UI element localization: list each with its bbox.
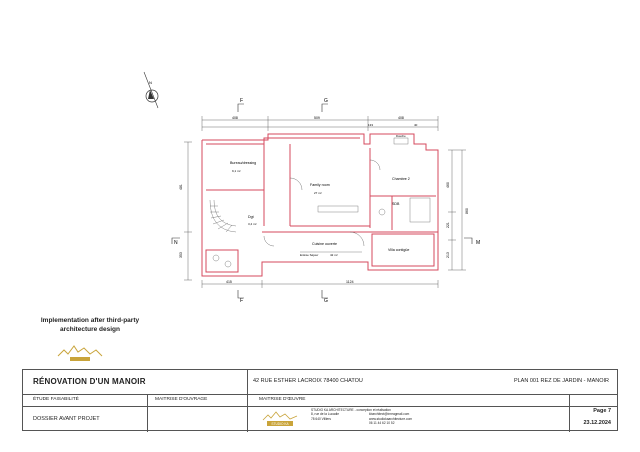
section-f-bottom: F xyxy=(240,298,243,304)
studio-logo-icon xyxy=(57,345,103,361)
room-family-label: Family room xyxy=(310,183,330,187)
title-row: RÉNOVATION D'UN MANOIR 42 RUE ESTHER LAC… xyxy=(23,370,617,395)
door-swings xyxy=(263,159,381,247)
implementation-note: Implementation after third-party archite… xyxy=(20,316,160,334)
dim-left-2: 353 xyxy=(179,252,183,258)
col-maitrise-ouvrage: MAITRISE D'OUVRAGE xyxy=(155,397,208,402)
section-marks xyxy=(171,103,473,299)
right-dimensions xyxy=(448,149,466,271)
dim-right-2: 221 xyxy=(446,222,450,228)
title-block: RÉNOVATION D'UN MANOIR 42 RUE ESTHER LAC… xyxy=(22,369,618,432)
section-g-bottom: G xyxy=(324,298,328,304)
details-row: DOSSIER AVANT PROJET STUDIO KA STUDIO KA… xyxy=(23,406,617,432)
divider xyxy=(569,406,570,432)
section-g-top: G xyxy=(324,98,328,104)
dim-right-1: 460 xyxy=(446,182,450,188)
bottom-dimensions xyxy=(201,280,439,288)
studio-line-6: 06 11 44 62 10 52 xyxy=(369,421,395,426)
room-villa-label: Villa contigüe xyxy=(388,248,409,252)
section-m-right: M xyxy=(476,240,480,246)
left-dimensions xyxy=(184,141,192,281)
dim-right-4: 860 xyxy=(465,208,469,214)
furniture xyxy=(212,137,431,268)
studio-details: 8, rue de la Lucadie 78 640 Villiers kba… xyxy=(311,412,571,425)
project-title: RÉNOVATION D'UN MANOIR xyxy=(33,377,146,386)
floor-plan: N 408 509 408 133 40 F G F G N M 481 353 xyxy=(143,71,480,304)
note-line-1: Implementation after third-party xyxy=(40,317,140,324)
column-header-row: ÉTUDE FAISABILITÉ MAITRISE D'OUVRAGE MAI… xyxy=(23,394,617,407)
divider xyxy=(147,394,148,406)
room-bureau-area: 9,1 m² xyxy=(232,169,241,173)
note-line-2: architecture design xyxy=(60,326,120,333)
studio-line-5: www.studiokaarchitecture.com xyxy=(369,416,413,421)
studio-line-1: STUDIO KA ARCHITECTURE - conception et r… xyxy=(311,408,391,412)
staircase xyxy=(209,199,237,233)
room-bureau-label: Bureau/dressing xyxy=(230,161,256,165)
divider xyxy=(247,394,248,406)
north-arrow-icon: N xyxy=(143,71,159,109)
dim-top-small2: 40 xyxy=(414,123,418,127)
dim-top-1: 408 xyxy=(232,116,238,120)
room-sdb-label: SDB xyxy=(392,202,400,206)
divider xyxy=(569,394,570,406)
dim-top-small: 133 xyxy=(368,123,373,127)
studio-ka-logo-icon: STUDIO KA xyxy=(262,411,298,426)
document-date: 23.12.2024 xyxy=(583,420,611,426)
compass-label: N xyxy=(149,80,152,85)
dim-top-2: 509 xyxy=(314,116,320,120)
studio-line-4: kbarchitect@inreagmail.com xyxy=(369,412,410,417)
top-dimensions xyxy=(201,116,439,131)
section-n-left: N xyxy=(174,240,178,246)
room-douche-label: Douche xyxy=(396,134,406,138)
walls xyxy=(201,133,439,277)
divider xyxy=(247,370,248,394)
col-maitrise-oeuvre: MAITRISE D'ŒUVRE xyxy=(259,397,306,402)
divider xyxy=(147,406,148,432)
col-etude: ÉTUDE FAISABILITÉ xyxy=(33,397,79,402)
room-family-area: 27 m² xyxy=(314,191,322,195)
dim-left-1: 481 xyxy=(179,184,183,190)
dim-bottom-2: 1124 xyxy=(346,280,354,284)
phase-label: DOSSIER AVANT PROJET xyxy=(33,416,100,422)
studio-contact: STUDIO KA ARCHITECTURE - conception et r… xyxy=(311,408,571,430)
room-kitchen-sub: Entrée Séjour xyxy=(300,253,318,257)
dim-bottom-1: 415 xyxy=(226,280,232,284)
room-dgt-label: Dgt xyxy=(248,215,254,219)
room-kitchen-area: 42 m² xyxy=(330,253,338,257)
page-number: Page 7 xyxy=(593,408,611,414)
room-chambre2-label: Chambre 2 xyxy=(392,177,410,181)
room-dgt-area: 3,4 m² xyxy=(248,222,257,226)
project-address: 42 RUE ESTHER LACROIX 78400 CHATOU xyxy=(253,378,363,384)
section-f-top: F xyxy=(240,98,243,104)
room-kitchen-label: Cuisine ouverte xyxy=(312,242,337,246)
dim-right-3: 213 xyxy=(446,252,450,258)
studio-line-2: 8, rue de la Lucadie xyxy=(311,412,339,417)
divider xyxy=(247,406,248,432)
studio-line-3: 78 640 Villiers xyxy=(311,416,331,421)
plan-label: PLAN 001 REZ DE JARDIN - MANOIR xyxy=(513,378,609,384)
logo-text: STUDIO KA xyxy=(271,422,289,426)
dim-top-3: 408 xyxy=(398,116,404,120)
